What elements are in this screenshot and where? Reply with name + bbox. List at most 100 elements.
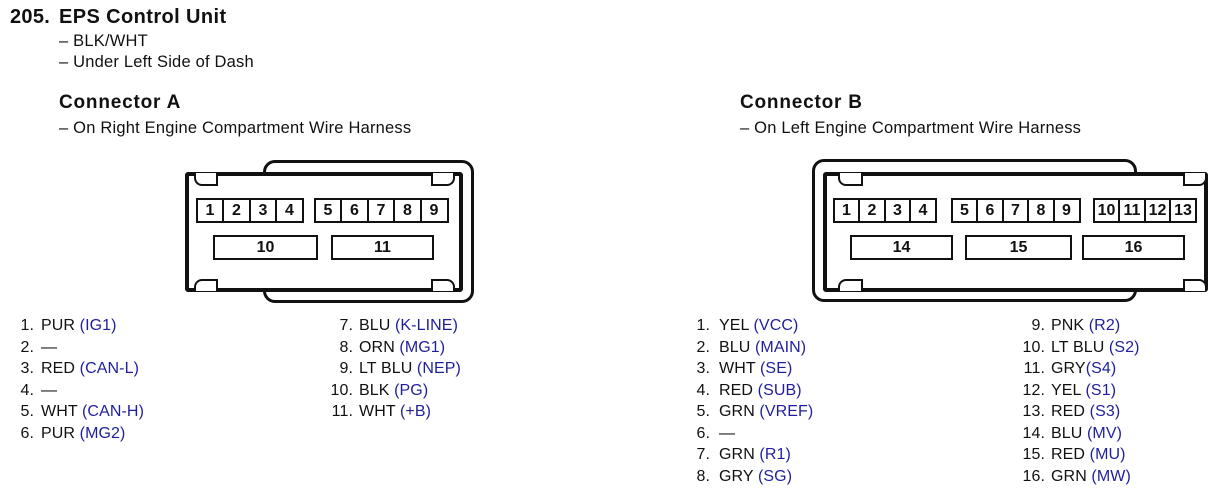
signal-name: (VCC): [748, 317, 799, 334]
pin-row: 13.RED (S3): [1019, 401, 1140, 423]
pin-row: 3.WHT (SE): [690, 358, 813, 380]
signal-name: (MU): [1085, 446, 1126, 463]
wire-color-label: PUR: [41, 317, 76, 334]
pin-row: 12.YEL (S1): [1019, 380, 1140, 402]
pin-number: 2.: [696, 338, 710, 356]
pin-row: 16.GRN (MW): [1019, 466, 1140, 488]
pin-number: 14.: [1022, 424, 1045, 442]
pin-number: 11.: [331, 403, 353, 420]
pin-row: 9.PNK (R2): [1019, 315, 1140, 337]
detail-line-location: – Under Left Side of Dash: [59, 53, 254, 71]
signal-name: (K-LINE): [390, 317, 459, 334]
signal-name: (S3): [1085, 403, 1121, 420]
pin-cell: 13: [1169, 198, 1197, 223]
pin-row: 7. BLU (K-LINE): [327, 315, 461, 337]
connector-a-location: – On Right Engine Compartment Wire Harne…: [59, 119, 412, 137]
pin-cell: 2: [858, 198, 886, 223]
pin-number: 10.: [330, 381, 353, 399]
wire-color-label: PUR: [41, 424, 76, 442]
pin-row: 9.LT BLU (NEP): [327, 358, 461, 380]
pin-cell: 11: [1118, 198, 1146, 223]
keyway-notch-bottom-right: [431, 279, 455, 291]
signal-name: (MV): [1082, 424, 1123, 442]
pin-row: 10.LT BLU (S2): [1019, 337, 1140, 359]
keyway-notch-bottom-left: [194, 279, 218, 291]
pin-number: 9.: [1031, 317, 1045, 334]
pin-row: 3.RED (CAN-L): [14, 358, 144, 380]
pin-box-16: 16: [1082, 235, 1185, 260]
wire-color-label: GRY: [719, 467, 754, 485]
pin-cell: 10: [1092, 198, 1121, 223]
connector-b-location: – On Left Engine Compartment Wire Harnes…: [740, 119, 1082, 137]
wire-color-label: WHT: [41, 403, 78, 420]
pin-row: 6. PUR (MG2): [14, 423, 144, 445]
pin-row: 4.RED (SUB): [690, 380, 813, 402]
wire-color-label: YEL: [719, 317, 749, 334]
pin-number: 5.: [20, 403, 34, 420]
wire-color-label: GRN: [719, 403, 755, 420]
signal-name: (VREF): [754, 403, 814, 420]
pin-row: 5. GRN (VREF): [690, 401, 813, 423]
pin-box-11: 11: [331, 235, 434, 260]
pin-cell: 8: [393, 198, 422, 223]
pin-box-10: 10: [213, 235, 318, 260]
pin-row: 1.PUR (IG1): [14, 315, 144, 337]
pin-row: 5.WHT (CAN-H): [14, 401, 144, 423]
pin-cell: 5: [313, 198, 343, 223]
wire-color-label: —: [719, 424, 736, 442]
keyway-notch-bottom-left: [838, 279, 863, 291]
signal-name: (R2): [1084, 317, 1121, 334]
connector-a-face: [185, 172, 463, 292]
wire-color-label: BLU: [719, 338, 751, 356]
wire-color-label: WHT: [359, 403, 396, 420]
signal-name: (+B): [395, 403, 432, 420]
pin-number: 12.: [1022, 381, 1045, 399]
signal-name: (MG1): [394, 338, 446, 356]
signal-name: (R1): [754, 446, 791, 463]
wire-color-label: GRY: [1051, 360, 1086, 377]
connector-b-pin-list-col1: 1.YEL (VCC) 2.BLU (MAIN) 3.WHT (SE) 4.RE…: [690, 315, 813, 487]
pin-number: 6.: [20, 424, 34, 442]
signal-name: (CAN-L): [75, 360, 140, 377]
pin-number: 7.: [696, 446, 710, 463]
pin-number: 7.: [339, 317, 353, 334]
wire-color-label: YEL: [1051, 381, 1081, 399]
page-title: EPS Control Unit: [59, 6, 227, 28]
signal-name: (NEP): [412, 360, 461, 377]
connector-b-title: Connector B: [740, 92, 863, 113]
pin-cell: 9: [1052, 198, 1081, 223]
signal-name: (SUB): [753, 381, 802, 399]
pin-number: 15.: [1022, 446, 1045, 463]
pin-number: 8.: [339, 338, 353, 356]
connector-b-pin-list-col2: 9.PNK (R2) 10.LT BLU (S2) 11.GRY(S4) 12.…: [1019, 315, 1140, 487]
pin-row: 11. WHT (+B): [327, 401, 461, 423]
connector-a-pin-list-col2: 7.BLU (K-LINE) 8.ORN (MG1) 9.LT BLU (NEP…: [327, 315, 461, 423]
pin-number: 8.: [696, 467, 710, 485]
pin-box-14: 14: [850, 235, 953, 260]
signal-name: (S2): [1104, 338, 1140, 356]
pin-cell: 1: [195, 198, 225, 223]
keyway-notch-top-left: [194, 173, 218, 186]
keyway-notch-top-right: [1183, 173, 1207, 186]
pin-row: 4.—: [14, 380, 144, 402]
signal-name: (PG): [389, 381, 429, 399]
wire-color-label: LT BLU: [359, 360, 413, 377]
pin-number: 3.: [696, 360, 710, 377]
keyway-notch-bottom-right: [1183, 279, 1207, 291]
signal-name: (MG2): [75, 424, 126, 442]
wire-color-label: WHT: [719, 360, 756, 377]
pin-number: 5.: [696, 403, 710, 420]
detail-line-color: – BLK/WHT: [59, 32, 148, 50]
wire-color-label: RED: [1051, 446, 1086, 463]
wire-color-label: BLU: [1051, 424, 1083, 442]
pin-cell: 7: [1001, 198, 1030, 223]
connector-a-title: Connector A: [59, 92, 182, 113]
pin-cell: 4: [909, 198, 937, 223]
wire-color-label: BLU: [359, 317, 391, 334]
pin-cell: 3: [248, 198, 278, 223]
